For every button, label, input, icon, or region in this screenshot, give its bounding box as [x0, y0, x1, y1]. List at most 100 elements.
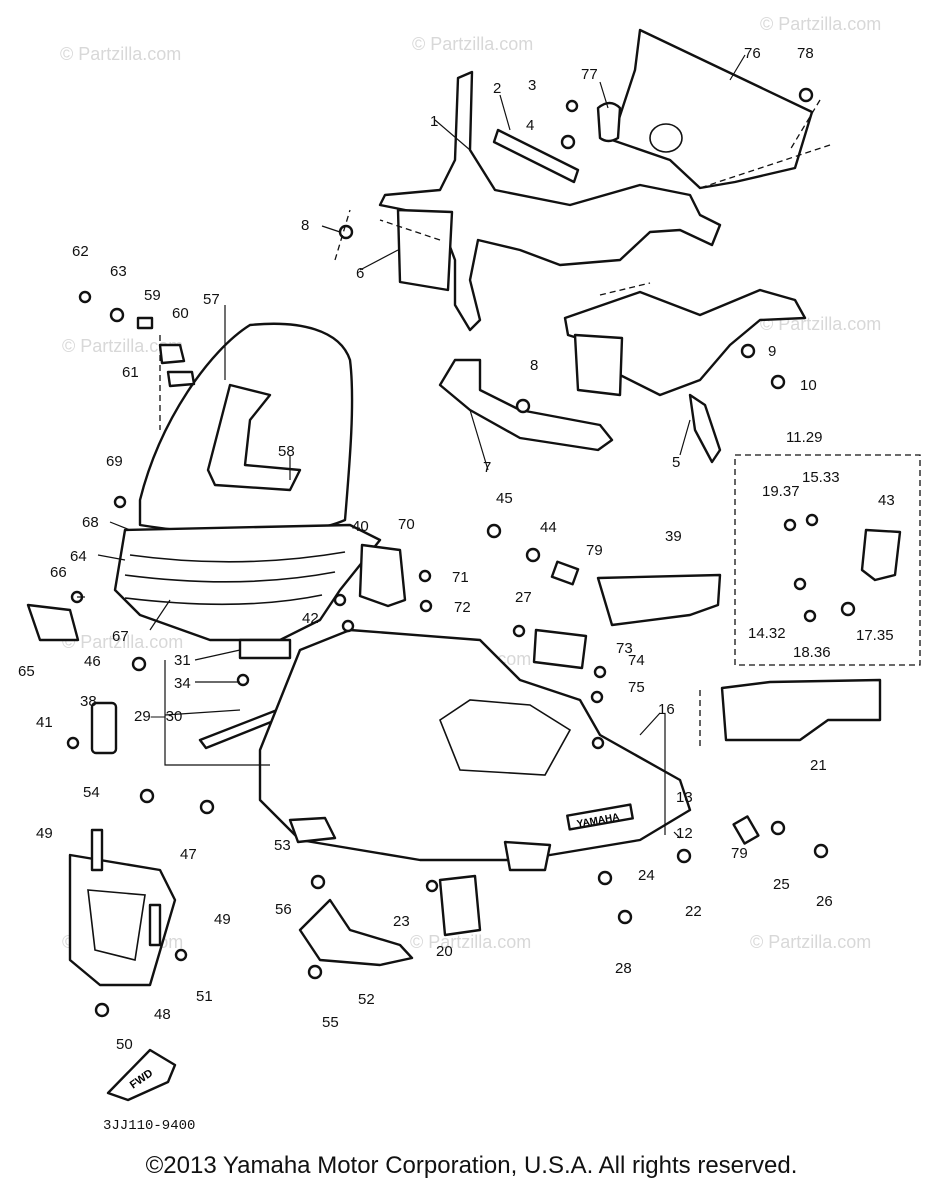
callout-69: 69	[106, 453, 123, 470]
bracket-53	[288, 816, 337, 844]
callout-38: 38	[80, 693, 97, 710]
callout-23: 23	[393, 913, 410, 930]
callout-8: 8	[530, 357, 538, 374]
callout-44: 44	[540, 519, 557, 536]
molding-49	[148, 903, 162, 947]
callout-8: 8	[301, 217, 309, 234]
yamaha-badge: YAMAHA	[566, 803, 634, 831]
callout-79: 79	[586, 542, 603, 559]
windshield-logo-58	[206, 383, 302, 492]
callout-43: 43	[878, 492, 895, 509]
callout-27: 27	[515, 589, 532, 606]
callout-14-32: 14.32	[748, 625, 786, 642]
watermark: © Partzilla.com	[60, 44, 181, 64]
pad-20	[438, 874, 482, 937]
stay-leg-5	[688, 393, 722, 464]
watermark: © Partzilla.com	[62, 632, 183, 652]
watermark: © Partzilla.com	[410, 932, 531, 952]
callout-19-37: 19.37	[762, 483, 800, 500]
reference-line	[734, 454, 921, 666]
duct-outlet	[503, 840, 552, 872]
trim-38	[90, 701, 118, 755]
callout-52: 52	[358, 991, 375, 1008]
mirror-73	[532, 628, 588, 670]
side-bracket-6	[396, 208, 454, 292]
diagram-code: 3JJ110-9400	[103, 1118, 196, 1134]
forward-arrow: FWD	[106, 1048, 177, 1102]
cowling-stripe	[124, 594, 323, 606]
callout-28: 28	[615, 960, 632, 977]
callout-49: 49	[214, 911, 231, 928]
cowling-stripe	[124, 571, 336, 583]
callout-54: 54	[83, 784, 100, 801]
callout-2: 2	[493, 80, 501, 97]
callout-25: 25	[773, 876, 790, 893]
callout-41: 41	[36, 714, 53, 731]
callout-7: 7	[483, 459, 491, 476]
callout-15-33: 15.33	[802, 469, 840, 486]
callout-63: 63	[110, 263, 127, 280]
callout-70: 70	[398, 516, 415, 533]
callout-45: 45	[496, 490, 513, 507]
bracket-strip-2	[492, 128, 580, 184]
clip-61	[166, 370, 196, 388]
callout-26: 26	[816, 893, 833, 910]
callout-75: 75	[628, 679, 645, 696]
upper-cowling-64	[113, 523, 382, 642]
callout-78: 78	[797, 45, 814, 62]
callout-62: 62	[72, 243, 89, 260]
callout-60: 60	[172, 305, 189, 322]
callout-49: 49	[36, 825, 53, 842]
watermark: © Partzilla.com	[760, 14, 881, 34]
callout-55: 55	[322, 1014, 339, 1031]
callout-64: 64	[70, 548, 87, 565]
callout-65: 65	[18, 663, 35, 680]
callout-6: 6	[356, 265, 364, 282]
callout-11-29: 11.29	[786, 429, 822, 446]
mirror-70	[358, 543, 407, 608]
callout-22: 22	[685, 903, 702, 920]
plate-31	[238, 638, 292, 660]
duct-39	[596, 573, 722, 627]
callout-76: 76	[744, 45, 761, 62]
callout-24: 24	[638, 867, 655, 884]
meter-hole	[649, 123, 683, 153]
callout-12: 12	[676, 825, 693, 842]
side-plate-5	[573, 333, 624, 397]
callout-47: 47	[180, 846, 197, 863]
callout-9: 9	[768, 343, 776, 360]
callout-53: 53	[274, 837, 291, 854]
lower-cowling-13	[258, 628, 692, 862]
watermark: © Partzilla.com	[412, 34, 533, 54]
watermark: © Partzilla.com	[62, 336, 183, 356]
callout-16: 16	[658, 701, 675, 718]
callout-77: 77	[581, 66, 598, 83]
cowling-window	[439, 699, 572, 776]
callout-17-35: 17.35	[856, 627, 894, 644]
callout-46: 46	[84, 653, 101, 670]
callout-1: 1	[430, 113, 438, 130]
callout-42: 42	[302, 610, 319, 627]
clip-59	[136, 316, 154, 330]
callout-48: 48	[154, 1006, 171, 1023]
callout-13: 13	[676, 789, 693, 806]
under-cover-52	[298, 898, 414, 967]
callout-3: 3	[528, 77, 536, 94]
callout-74: 74	[628, 652, 645, 669]
callout-68: 68	[82, 514, 99, 531]
callout-67: 67	[112, 628, 129, 645]
callout-61: 61	[122, 364, 139, 381]
callout-5: 5	[672, 454, 680, 471]
clip-60	[158, 343, 186, 365]
callout-29-30: 29—30	[134, 708, 182, 725]
callout-31: 31	[174, 652, 191, 669]
callout-71: 71	[452, 569, 469, 586]
leader-lines	[77, 54, 746, 839]
cover-48	[68, 853, 177, 987]
stay-bracket-7	[438, 358, 614, 452]
reference-line	[334, 209, 441, 261]
callout-72: 72	[454, 599, 471, 616]
grommet-77	[596, 101, 622, 143]
callout-51: 51	[196, 988, 213, 1005]
